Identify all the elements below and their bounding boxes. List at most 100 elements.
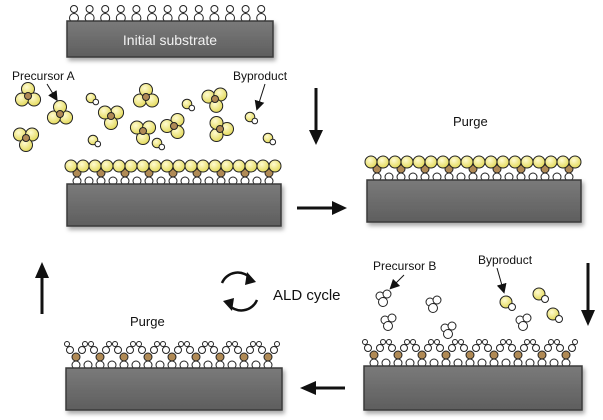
ligand-atom: [448, 155, 462, 169]
oxygen-atom: [544, 344, 552, 352]
precursor-b-molecule: [380, 313, 397, 331]
hydrogen-atom: [116, 5, 125, 13]
hydrogen-atom: [101, 5, 110, 13]
hydroxyl-group: [115, 5, 126, 23]
oxygen-atom: [270, 346, 278, 354]
hydroxyl-row: [69, 5, 267, 23]
adsorbed-precursor-a: [232, 159, 258, 186]
metal-atom: [71, 352, 81, 362]
hydrogen-atom: [476, 339, 482, 345]
ald-cycle-label: ALD cycle: [273, 287, 341, 304]
metal-atom: [239, 352, 249, 362]
ligand-atom: [148, 159, 162, 173]
ligand-atom: [112, 159, 126, 173]
hydrogen-atom: [184, 341, 190, 347]
hydrogen-atom: [188, 104, 196, 112]
hydrogen-atom: [70, 5, 78, 13]
precursor-b-molecules: [375, 287, 563, 339]
oxygen-atom: [520, 344, 528, 352]
surface-oh-branch: [434, 339, 458, 368]
hydrogen-atom: [106, 341, 112, 347]
byproduct-top-pointer: [254, 83, 266, 111]
substrate-slab-3: [363, 365, 583, 411]
hydrogen-atom: [530, 339, 536, 345]
precursor-b-molecule: [425, 295, 442, 313]
oxygen-atom: [246, 346, 254, 354]
metal-atom: [119, 352, 129, 362]
ligand-atom: [364, 155, 378, 169]
hydroxyl-group: [225, 5, 235, 23]
precursor-a-molecule: [132, 83, 160, 108]
adsorbed-precursor-a: [436, 155, 462, 182]
hydroxyl-group: [131, 5, 142, 23]
substrate-slab-1: [66, 183, 282, 227]
metal-atom: [216, 125, 224, 133]
hydrogen-atom: [506, 339, 512, 345]
adsorbed-precursor-a: [208, 159, 234, 186]
ligand-atom: [76, 159, 90, 173]
oxygen-atom: [126, 346, 134, 354]
metal-atom: [561, 350, 571, 360]
adsorbed-precursor-a: [112, 159, 138, 186]
hydrogen-atom: [447, 321, 457, 331]
precursor-b-molecule: [375, 289, 392, 307]
oxygen-atom: [518, 321, 528, 331]
oxygen-atom: [222, 346, 230, 354]
metal-atom: [170, 122, 178, 130]
hydrogen-atom: [387, 313, 397, 323]
ligand-atom: [100, 159, 114, 173]
surface-oh-branch: [232, 341, 256, 370]
adsorbed-precursor-a: [412, 155, 438, 182]
adsorbed-precursor-a: [256, 159, 282, 186]
precursor-b-label: Precursor B: [373, 259, 436, 273]
ligand-atom: [532, 155, 546, 169]
hydrogen-atom: [410, 339, 416, 345]
oxygen-atom: [150, 346, 158, 354]
hydrogen-atom: [432, 295, 442, 305]
hydrogen-atom: [226, 5, 234, 13]
process-arrows: [35, 88, 595, 395]
oxygen-atom: [376, 344, 384, 352]
adsorbed-precursor-a: [160, 159, 186, 186]
hydrogen-atom: [362, 339, 368, 345]
adsorbed-precursor-a: [460, 155, 486, 182]
surface-oh-branch: [458, 339, 482, 368]
metal-atom: [513, 350, 523, 360]
adsorbed-precursor-a: [484, 155, 510, 182]
initial-substrate-slab: [66, 20, 274, 58]
precursor-a-molecule: [160, 112, 185, 140]
metal-atom: [393, 350, 403, 360]
byproduct-molecule: [532, 287, 549, 303]
byproduct-molecule: [85, 92, 100, 106]
ligand-atom: [220, 159, 234, 173]
adsorbed-precursor-a: [64, 159, 90, 186]
oxygen-atom: [138, 346, 146, 354]
hydrogen-atom: [241, 5, 250, 13]
ligand-atom: [568, 155, 582, 169]
ligand-atom: [436, 155, 450, 169]
oxygen-atom: [428, 303, 438, 313]
precursor-b-panel: Precursor B Byproduct: [362, 253, 583, 411]
ligand-atom: [196, 159, 210, 173]
down-arrow-top: [309, 88, 323, 145]
oxygen-atom: [496, 344, 504, 352]
byproduct-bottom-label: Byproduct: [478, 253, 533, 267]
hydrogen-atom: [163, 5, 172, 13]
metal-atom: [142, 93, 150, 101]
hydroxyl-group: [240, 5, 251, 23]
hydrogen-atom: [555, 315, 563, 323]
substrate-slab-2: [366, 179, 582, 223]
oxygen-atom: [198, 346, 206, 354]
surface-oh-branch: [208, 341, 232, 370]
hydrogen-atom: [458, 339, 464, 345]
oxygen-atom: [436, 344, 444, 352]
down-arrow-right: [581, 263, 595, 326]
metal-atom: [107, 112, 115, 120]
precursor-a-molecules: [12, 82, 277, 152]
ligand-atom: [172, 159, 186, 173]
hydrogen-atom: [452, 339, 458, 345]
adsorbed-precursor-a: [508, 155, 534, 182]
hydroxyl-group: [178, 5, 189, 23]
hydrogen-atom: [404, 339, 410, 345]
hydrogen-atom: [386, 339, 392, 345]
